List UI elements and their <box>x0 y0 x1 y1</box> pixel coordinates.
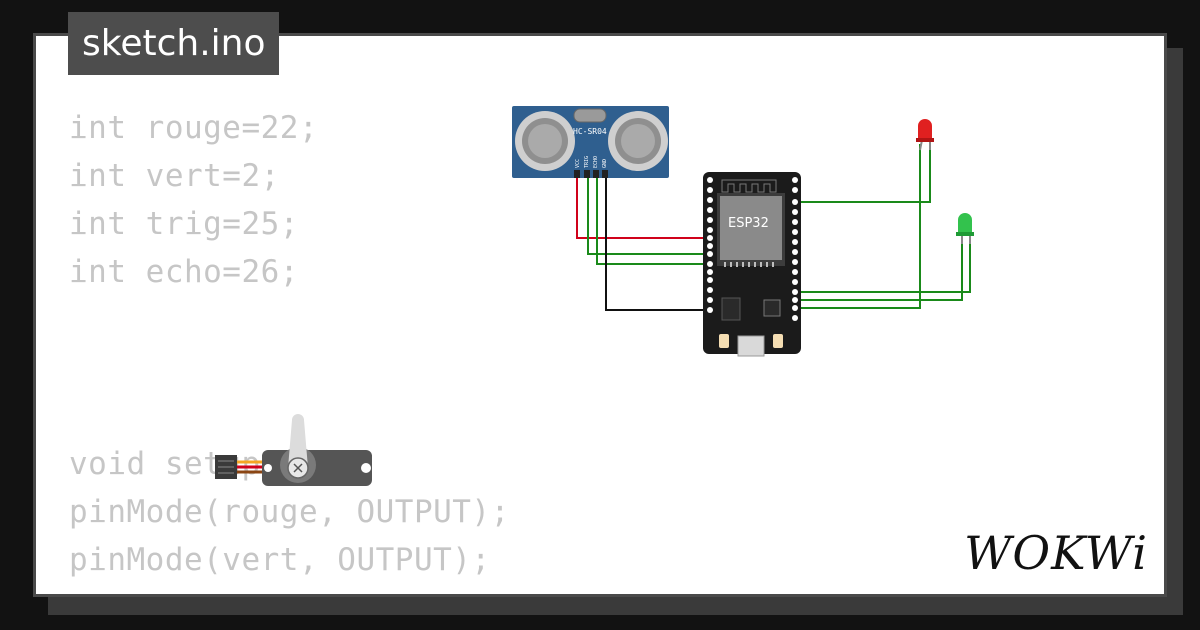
servo-motor[interactable] <box>215 414 372 486</box>
code-line: int vert=2; <box>69 158 280 194</box>
ultrasonic-sensor[interactable]: HC-SR04 VCC TRIG ECHO GND <box>512 106 669 178</box>
wokwi-logo: WOKWi <box>964 526 1148 580</box>
code-editor: int rouge=22; int vert=2; int trig=25; i… <box>69 104 510 594</box>
sensor-pin-label: TRIG <box>584 156 590 168</box>
sensor-pin-label: ECHO <box>593 156 599 168</box>
code-line: int rouge=22; <box>69 110 319 146</box>
code-line: pinMode(vert, OUTPUT); <box>69 542 491 578</box>
code-line: pinMode(trig, OUTPUT); <box>69 584 510 594</box>
code-line: int echo=26; <box>69 254 299 290</box>
wire-gnd <box>605 174 710 311</box>
sensor-pin-label: VCC <box>575 159 581 168</box>
wires <box>576 144 971 311</box>
code-line: pinMode(rouge, OUTPUT); <box>69 494 510 530</box>
esp32-board[interactable]: ESP32 <box>703 172 801 357</box>
wire-green-led <box>795 238 971 293</box>
sensor-pin-label: GND <box>602 159 608 168</box>
mcu-label: ESP32 <box>728 216 769 231</box>
wire-red-led <box>795 144 931 203</box>
code-line: int trig=25; <box>69 206 299 242</box>
wire-vcc <box>576 174 710 239</box>
sensor-label: HC-SR04 <box>573 127 607 136</box>
wire-red-led-gnd <box>795 144 921 309</box>
file-tab[interactable]: sketch.ino <box>68 12 280 75</box>
led-green[interactable] <box>956 213 974 244</box>
led-red[interactable] <box>916 119 934 151</box>
wire-echo <box>596 174 710 265</box>
wire-green-led-gnd <box>795 238 963 301</box>
wire-trig <box>587 174 710 255</box>
